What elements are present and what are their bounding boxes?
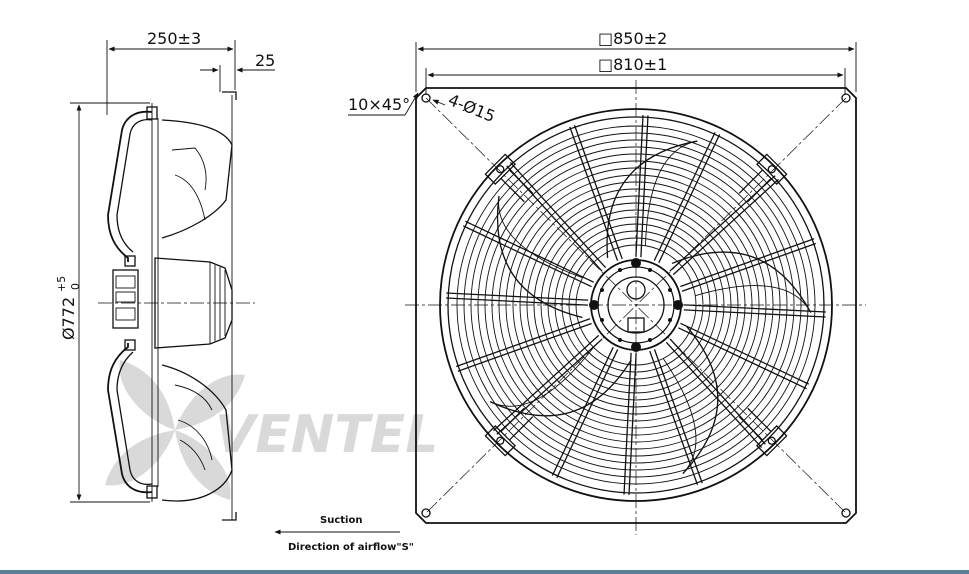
window-bottom-border [0,570,969,574]
chamfer-dim-label: 10×45° [348,95,410,114]
flange-dim-label: 25 [255,51,275,70]
diameter-dimension: Ø772 +5 0 [55,102,150,503]
outer-square-dim-label: □850±2 [598,29,667,48]
airflow-direction-label: Direction of airflow"S" [288,542,414,553]
mounting-holes-dim-label: 4-Ø15 [446,90,498,126]
motor-hub [589,258,683,352]
depth-dimension: 250±3 [106,29,236,115]
depth-dim-label: 250±3 [147,29,201,48]
impeller-blades-side [161,91,237,521]
fan-guard-side-profile [107,103,159,502]
diameter-tol-lower: 0 [69,283,82,290]
guard-mount-brackets [484,153,788,457]
brand-watermark: VENTEL [105,360,438,500]
chamfer-callout: 10×45° [348,92,419,116]
front-view: □850±2 □810±1 10×45° 4-Ø15 [348,29,866,535]
diameter-dim-label: Ø772 [59,297,78,340]
outer-square-dimension: □850±2 [415,29,857,92]
hole-spacing-dim-label: □810±1 [598,55,667,74]
diameter-tol-upper: +5 [55,276,68,292]
mounting-holes-callout: 4-Ø15 [432,90,498,126]
impeller-blades-front [489,140,812,475]
flange-dimension: 25 [200,51,275,92]
guard-spokes [446,115,826,495]
mounting-plate [415,87,857,524]
side-view: 250±3 25 Ø772 +5 0 [55,29,275,521]
watermark-text: VENTEL [215,405,438,465]
hole-spacing-dimension: □810±1 [425,55,846,95]
suction-label: Suction [320,515,362,526]
airflow-indicator: Suction Direction of airflow"S" [274,515,414,553]
corner-holes [421,93,851,518]
